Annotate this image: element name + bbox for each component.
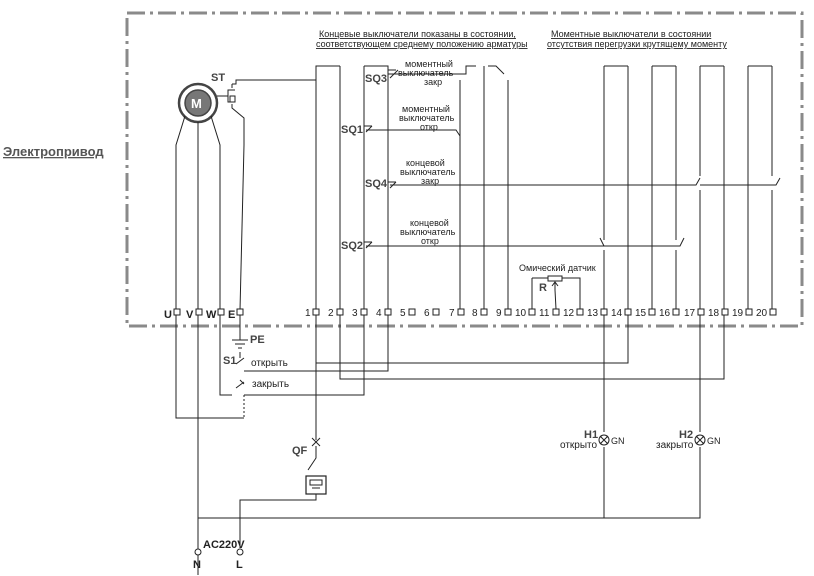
sq4-text-1: концевой bbox=[406, 158, 445, 168]
supply-n-label: N bbox=[193, 559, 201, 571]
s1-close-label: закрыть bbox=[252, 379, 289, 390]
h1-state: открыто bbox=[560, 440, 598, 451]
s1-tag: S1 bbox=[223, 355, 236, 367]
sq4-tag: SQ4 bbox=[365, 178, 388, 190]
terminal-14-label: 14 bbox=[611, 308, 623, 319]
sq4-text-3: закр bbox=[421, 176, 439, 186]
actuator-title: Электропривод bbox=[3, 144, 104, 159]
h2-color: GN bbox=[707, 436, 721, 446]
sq1-text-2: выключатель bbox=[399, 113, 455, 123]
h1-color: GN bbox=[611, 436, 625, 446]
terminal-12-label: 12 bbox=[563, 308, 575, 319]
terminal-e-label: E bbox=[228, 309, 235, 321]
sq2-text-2: выключатель bbox=[400, 227, 456, 237]
sq3-text-3: закр bbox=[424, 77, 442, 87]
sq2-tag: SQ2 bbox=[341, 240, 363, 252]
terminal-19-label: 19 bbox=[732, 308, 744, 319]
terminal-7-label: 7 bbox=[449, 308, 455, 319]
terminal-11-label: 11 bbox=[539, 308, 550, 319]
note-torque-2: отсутствия перегрузки крутящему моменту bbox=[547, 39, 727, 49]
supply-l-terminal bbox=[236, 548, 244, 556]
s1-open-label: открыть bbox=[251, 358, 288, 369]
supply-n-terminal bbox=[194, 548, 202, 556]
terminal-4-label: 4 bbox=[376, 308, 382, 319]
terminal-9-label: 9 bbox=[496, 308, 502, 319]
qf-label: QF bbox=[292, 445, 308, 457]
sq3-text-1: моментный bbox=[405, 59, 453, 69]
terminal-10-label: 10 bbox=[515, 308, 527, 319]
pe-label: PE bbox=[250, 334, 265, 346]
sq2-text-3: откр bbox=[421, 236, 439, 246]
terminal-2-label: 2 bbox=[328, 308, 334, 319]
thermal-switch-label: ST bbox=[211, 72, 225, 84]
sq1-text-1: моментный bbox=[402, 104, 450, 114]
terminal-3-label: 3 bbox=[352, 308, 358, 319]
note-limit-1: Концевые выключатели показаны в состояни… bbox=[319, 29, 516, 39]
terminal-1-label: 1 bbox=[305, 308, 311, 319]
sensor-title: Омический датчик bbox=[519, 263, 596, 273]
motor-label: M bbox=[191, 96, 202, 111]
actuator-frame bbox=[125, 11, 804, 328]
terminal-strip: 1 2 3 4 5 6 7 8 9 10 11 12 13 14 15 16 1… bbox=[305, 308, 777, 319]
terminal-15-label: 15 bbox=[635, 308, 647, 319]
h2-tag: H2 bbox=[679, 429, 693, 441]
terminal-5-label: 5 bbox=[400, 308, 406, 319]
terminal-u-label: U bbox=[164, 309, 172, 321]
terminal-20-label: 20 bbox=[756, 308, 768, 319]
sq3-text-2: выключатель bbox=[398, 68, 454, 78]
note-limit-2: соответствующем среднему положению армат… bbox=[316, 39, 528, 49]
note-torque-1: Моментные выключатели в состоянии bbox=[551, 29, 711, 39]
sq4-text-2: выключатель bbox=[400, 167, 456, 177]
terminal-13-label: 13 bbox=[587, 308, 599, 319]
terminal-16-label: 16 bbox=[659, 308, 671, 319]
h2-state: закрыто bbox=[656, 440, 694, 451]
terminal-17-label: 17 bbox=[684, 308, 696, 319]
sensor-r-label: R bbox=[539, 282, 547, 294]
terminal-v-label: V bbox=[186, 309, 194, 321]
supply-l-label: L bbox=[236, 559, 243, 571]
h1-tag: H1 bbox=[584, 429, 598, 441]
terminal-8-label: 8 bbox=[472, 308, 478, 319]
supply-label: AC220V bbox=[203, 539, 245, 551]
terminal-w-label: W bbox=[206, 309, 217, 321]
sq2-text-1: концевой bbox=[410, 218, 449, 228]
sq1-text-3: откр bbox=[420, 122, 438, 132]
terminal-6-label: 6 bbox=[424, 308, 430, 319]
terminal-18-label: 18 bbox=[708, 308, 720, 319]
sq3-tag: SQ3 bbox=[365, 73, 387, 85]
sq1-tag: SQ1 bbox=[341, 124, 363, 136]
